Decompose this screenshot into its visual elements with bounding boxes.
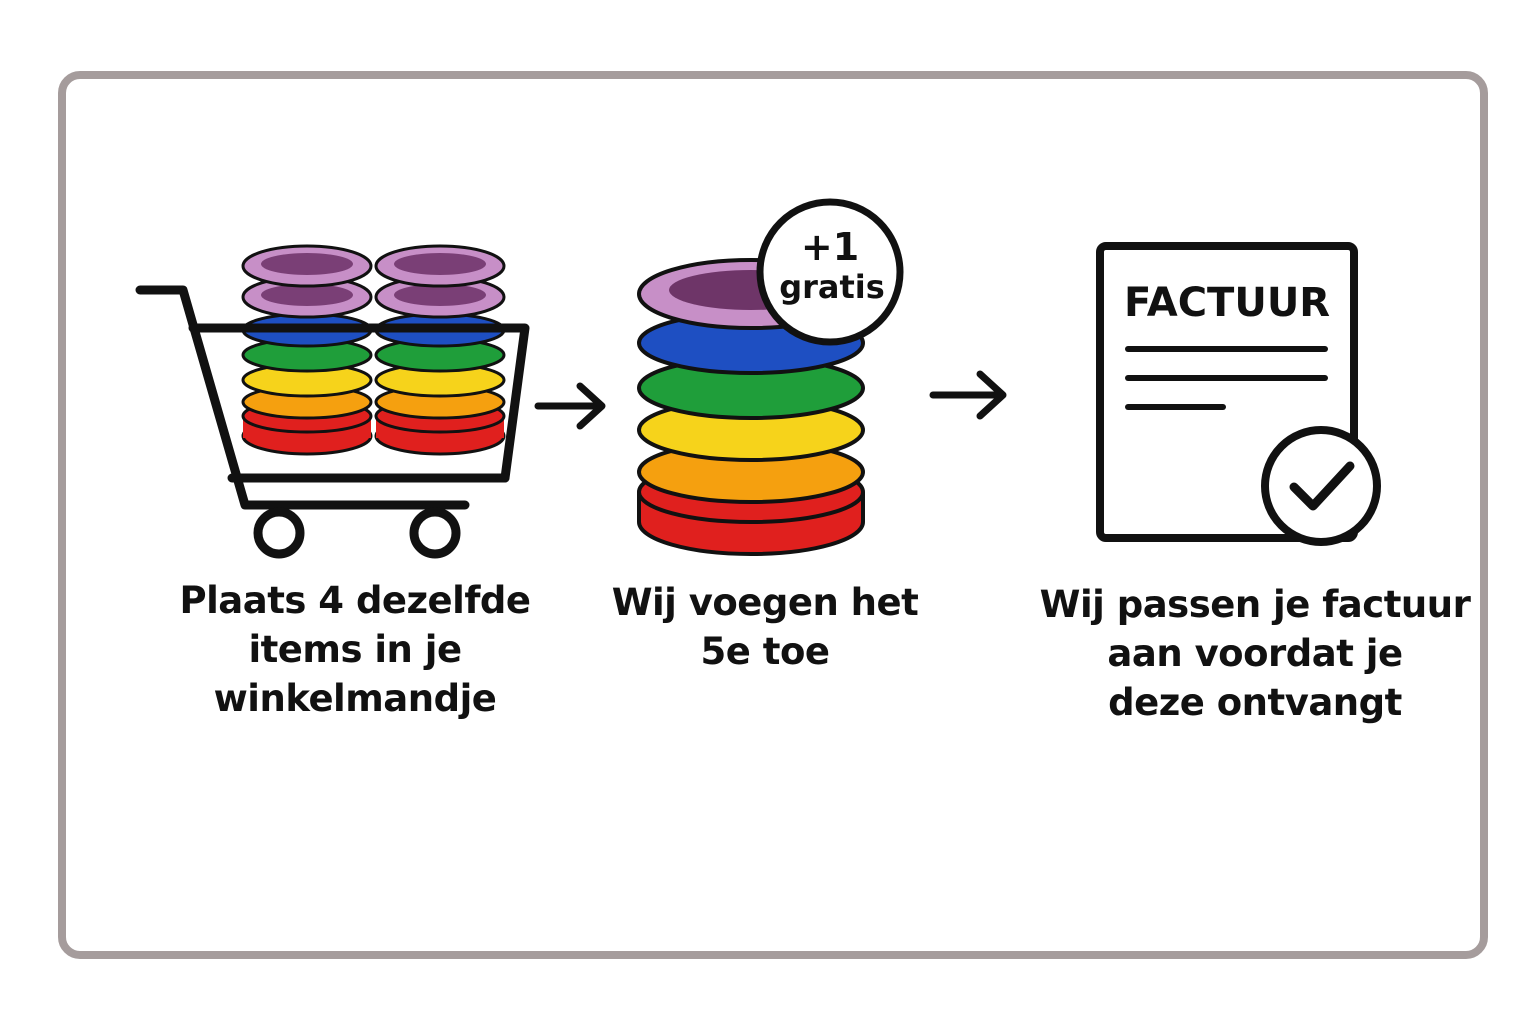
badge-plus-one: +1 [801, 225, 859, 269]
step-1-caption: Plaats 4 dezelfde items in je winkelmand… [179, 579, 531, 720]
invoice-title: FACTUUR [1124, 280, 1330, 326]
ring-stack-left [241, 244, 373, 456]
arrow-right-icon [929, 370, 1007, 420]
shopping-cart-icon [135, 244, 530, 559]
cart-frame [135, 285, 530, 510]
invoice-lines [1125, 346, 1328, 410]
ring-stack-right [374, 244, 506, 456]
cart-wheels [253, 507, 461, 559]
checkmark-circle-icon [1261, 426, 1381, 546]
step-3-caption: Wij passen je factuur aan voordat je dez… [1039, 583, 1471, 724]
badge-free-label: gratis [779, 268, 885, 306]
arrow-right-icon [534, 382, 606, 430]
step-2-caption: Wij voegen het 5e toe [611, 581, 919, 673]
checkmark-icon [1289, 461, 1355, 511]
free-item-badge: +1 gratis [756, 198, 904, 346]
invoice-check-icon: FACTUUR [1096, 242, 1381, 546]
